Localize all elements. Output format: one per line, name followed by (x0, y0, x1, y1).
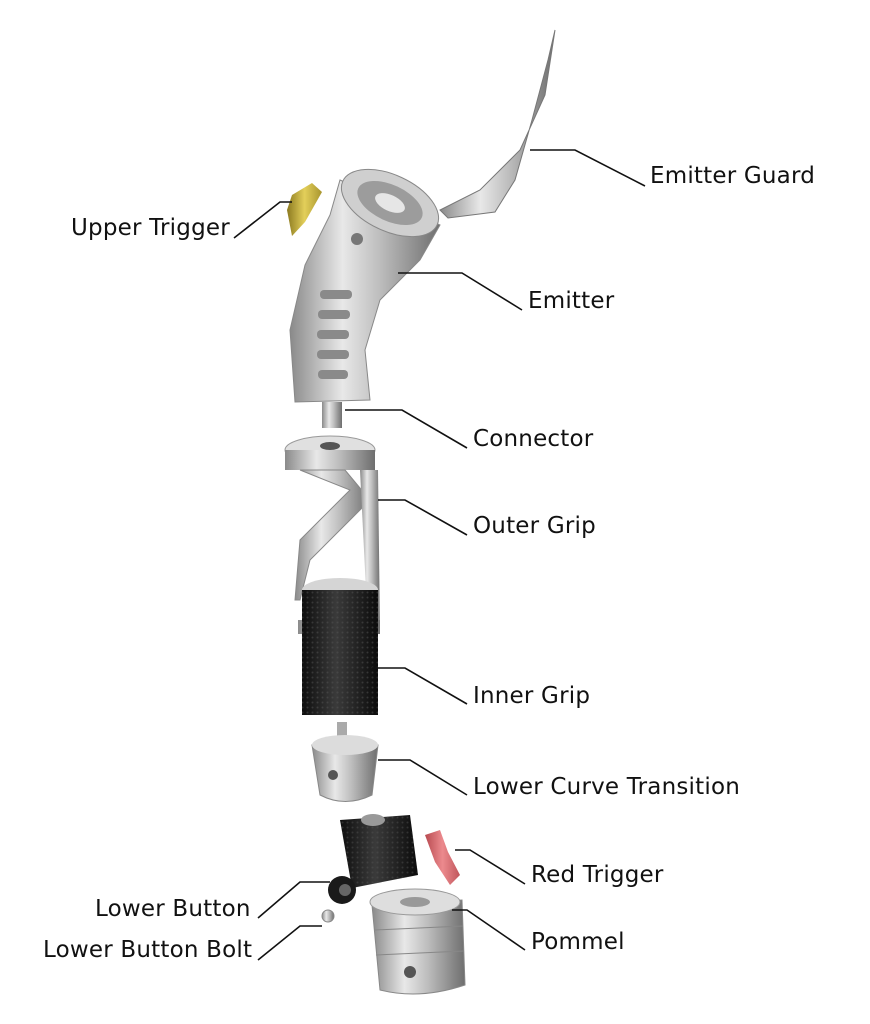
label-emitter-guard: Emitter Guard (650, 163, 816, 189)
upper-trigger-part (287, 183, 322, 236)
pommel-part (369, 888, 466, 995)
label-connector: Connector (473, 426, 594, 452)
label-inner-grip: Inner Grip (473, 683, 591, 709)
emitter-guard-part (439, 29, 556, 219)
leader-lower-button (257, 881, 330, 919)
red-trigger-part (425, 830, 460, 885)
label-lower-button-bolt: Lower Button Bolt (43, 937, 253, 963)
leader-connector (345, 409, 468, 449)
connector-part (322, 402, 342, 428)
leader-red-trigger (455, 849, 526, 885)
lower-curve-transition-part (311, 722, 379, 802)
leader-inner-grip (372, 667, 468, 705)
leader-lower-button-bolt (257, 925, 322, 961)
label-pommel: Pommel (531, 929, 625, 955)
label-red-trigger: Red Trigger (531, 862, 664, 888)
leader-outer-grip (378, 499, 468, 536)
lower-button-part (328, 876, 356, 904)
label-emitter: Emitter (528, 288, 615, 314)
leader-emitter (398, 272, 523, 311)
leader-emitter-guard (530, 149, 646, 187)
leader-pommel (452, 909, 526, 951)
leader-lower-curve-transition (378, 759, 468, 796)
inner-grip-part (302, 578, 378, 715)
label-upper-trigger: Upper Trigger (71, 215, 230, 241)
leader-upper-trigger (233, 201, 292, 239)
label-lower-button: Lower Button (95, 896, 251, 922)
lower-knurl-block-part (340, 814, 418, 888)
label-outer-grip: Outer Grip (473, 513, 596, 539)
lower-button-bolt-part (321, 909, 335, 923)
emitter-part (289, 168, 441, 403)
label-lower-curve-transition: Lower Curve Transition (473, 774, 741, 800)
